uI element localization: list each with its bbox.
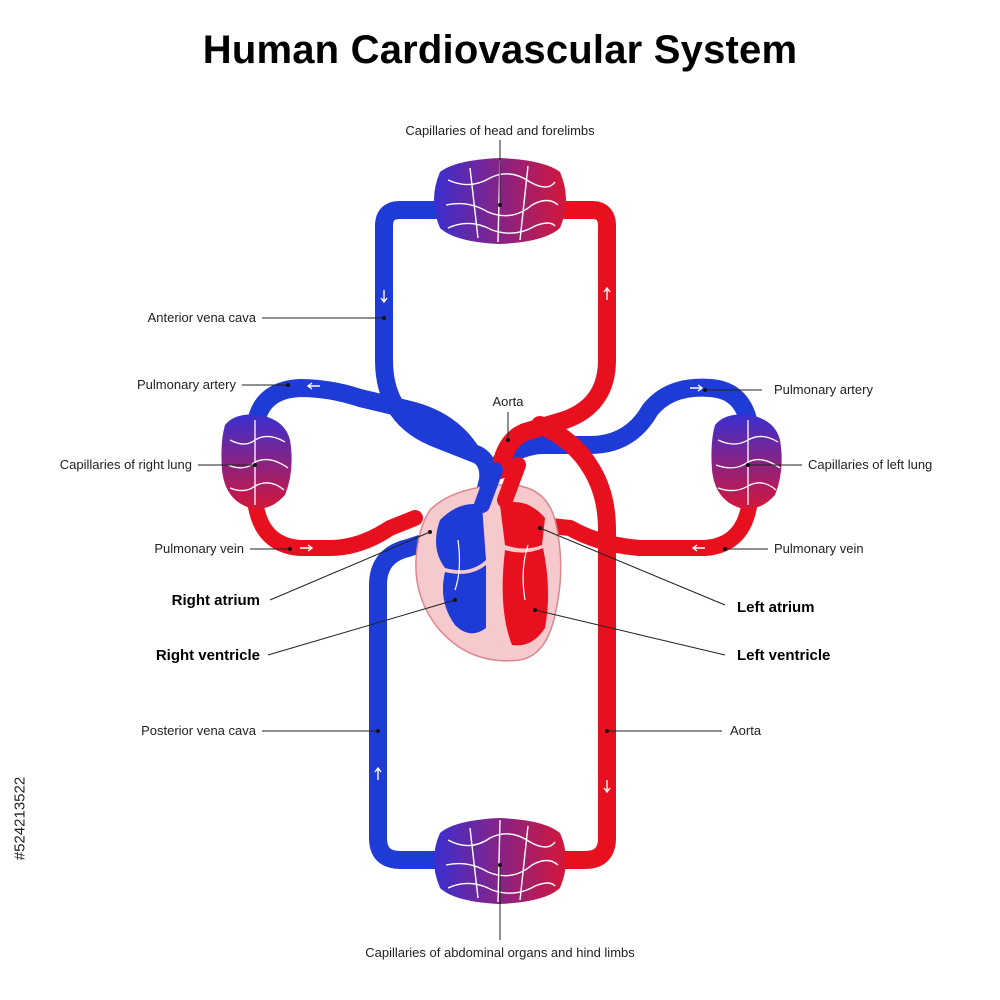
pulmonary-veins	[247, 492, 758, 556]
capillaries-left-lung-bed	[711, 414, 782, 509]
diagram-title: Human Cardiovascular System	[202, 28, 798, 72]
posterior-vena-cava	[369, 531, 449, 869]
label-pulmonary-vein-right-side: Pulmonary vein	[774, 541, 864, 556]
flow-arrows	[300, 286, 705, 794]
label-pulmonary-artery-right-side: Pulmonary artery	[774, 382, 873, 397]
label-aorta-bottom: Aorta	[730, 723, 762, 738]
label-capillaries-abdominal: Capillaries of abdominal organs and hind…	[365, 945, 635, 960]
capillaries-right-lung-bed	[221, 414, 292, 509]
capillaries-abdominal-bed	[434, 818, 566, 904]
stock-id: #524213522	[11, 776, 29, 861]
label-right-atrium: Right atrium	[171, 592, 260, 609]
label-aorta-top: Aorta	[492, 394, 524, 409]
label-left-ventricle: Left ventricle	[737, 647, 831, 664]
label-posterior-vena-cava: Posterior vena cava	[141, 723, 256, 738]
right-atrium-chamber	[436, 504, 486, 571]
label-anterior-vena-cava: Anterior vena cava	[147, 310, 256, 325]
anterior-vena-cava	[375, 201, 498, 529]
right-ventricle-chamber	[442, 565, 486, 634]
label-left-atrium: Left atrium	[737, 599, 815, 616]
label-right-ventricle: Right ventricle	[155, 647, 260, 664]
label-capillaries-right-lung: Capillaries of right lung	[59, 457, 192, 472]
label-pulmonary-artery-left-side: Pulmonary artery	[137, 377, 236, 392]
leader-lines	[198, 140, 802, 940]
label-capillaries-left-lung: Capillaries of left lung	[808, 457, 933, 472]
left-ventricle-chamber	[502, 548, 549, 646]
label-capillaries-head: Capillaries of head and forelimbs	[405, 123, 595, 138]
pulmonary-arteries	[246, 378, 759, 489]
left-atrium-chamber	[500, 501, 545, 549]
heart	[415, 457, 562, 662]
label-pulmonary-vein-left-side: Pulmonary vein	[154, 541, 244, 556]
aorta	[491, 201, 616, 869]
